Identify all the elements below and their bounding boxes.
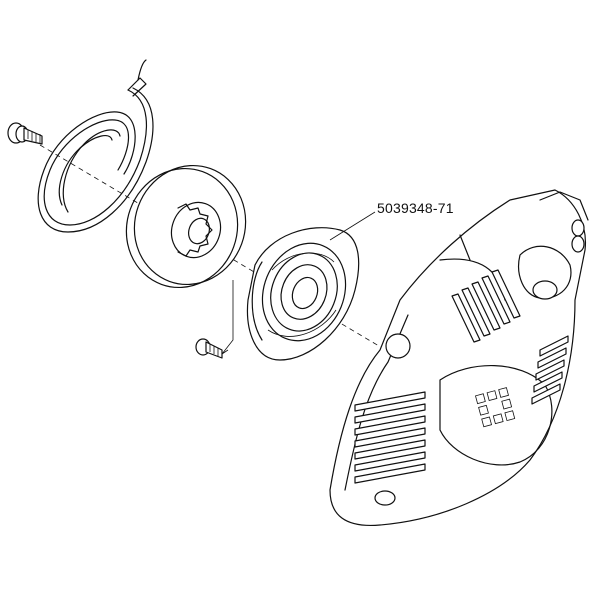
starter-rope-coil <box>37 59 154 233</box>
housing-vent-slots <box>354 269 569 484</box>
screw-bottom <box>195 280 234 359</box>
screw-top <box>7 122 43 145</box>
callout-leader-line <box>329 211 376 241</box>
recoil-spring-cassette <box>246 227 360 361</box>
part-number-callout: 5039348-71 <box>377 200 454 216</box>
starter-pulley <box>125 164 247 289</box>
fan-housing <box>329 189 589 527</box>
housing-grille <box>475 387 516 428</box>
